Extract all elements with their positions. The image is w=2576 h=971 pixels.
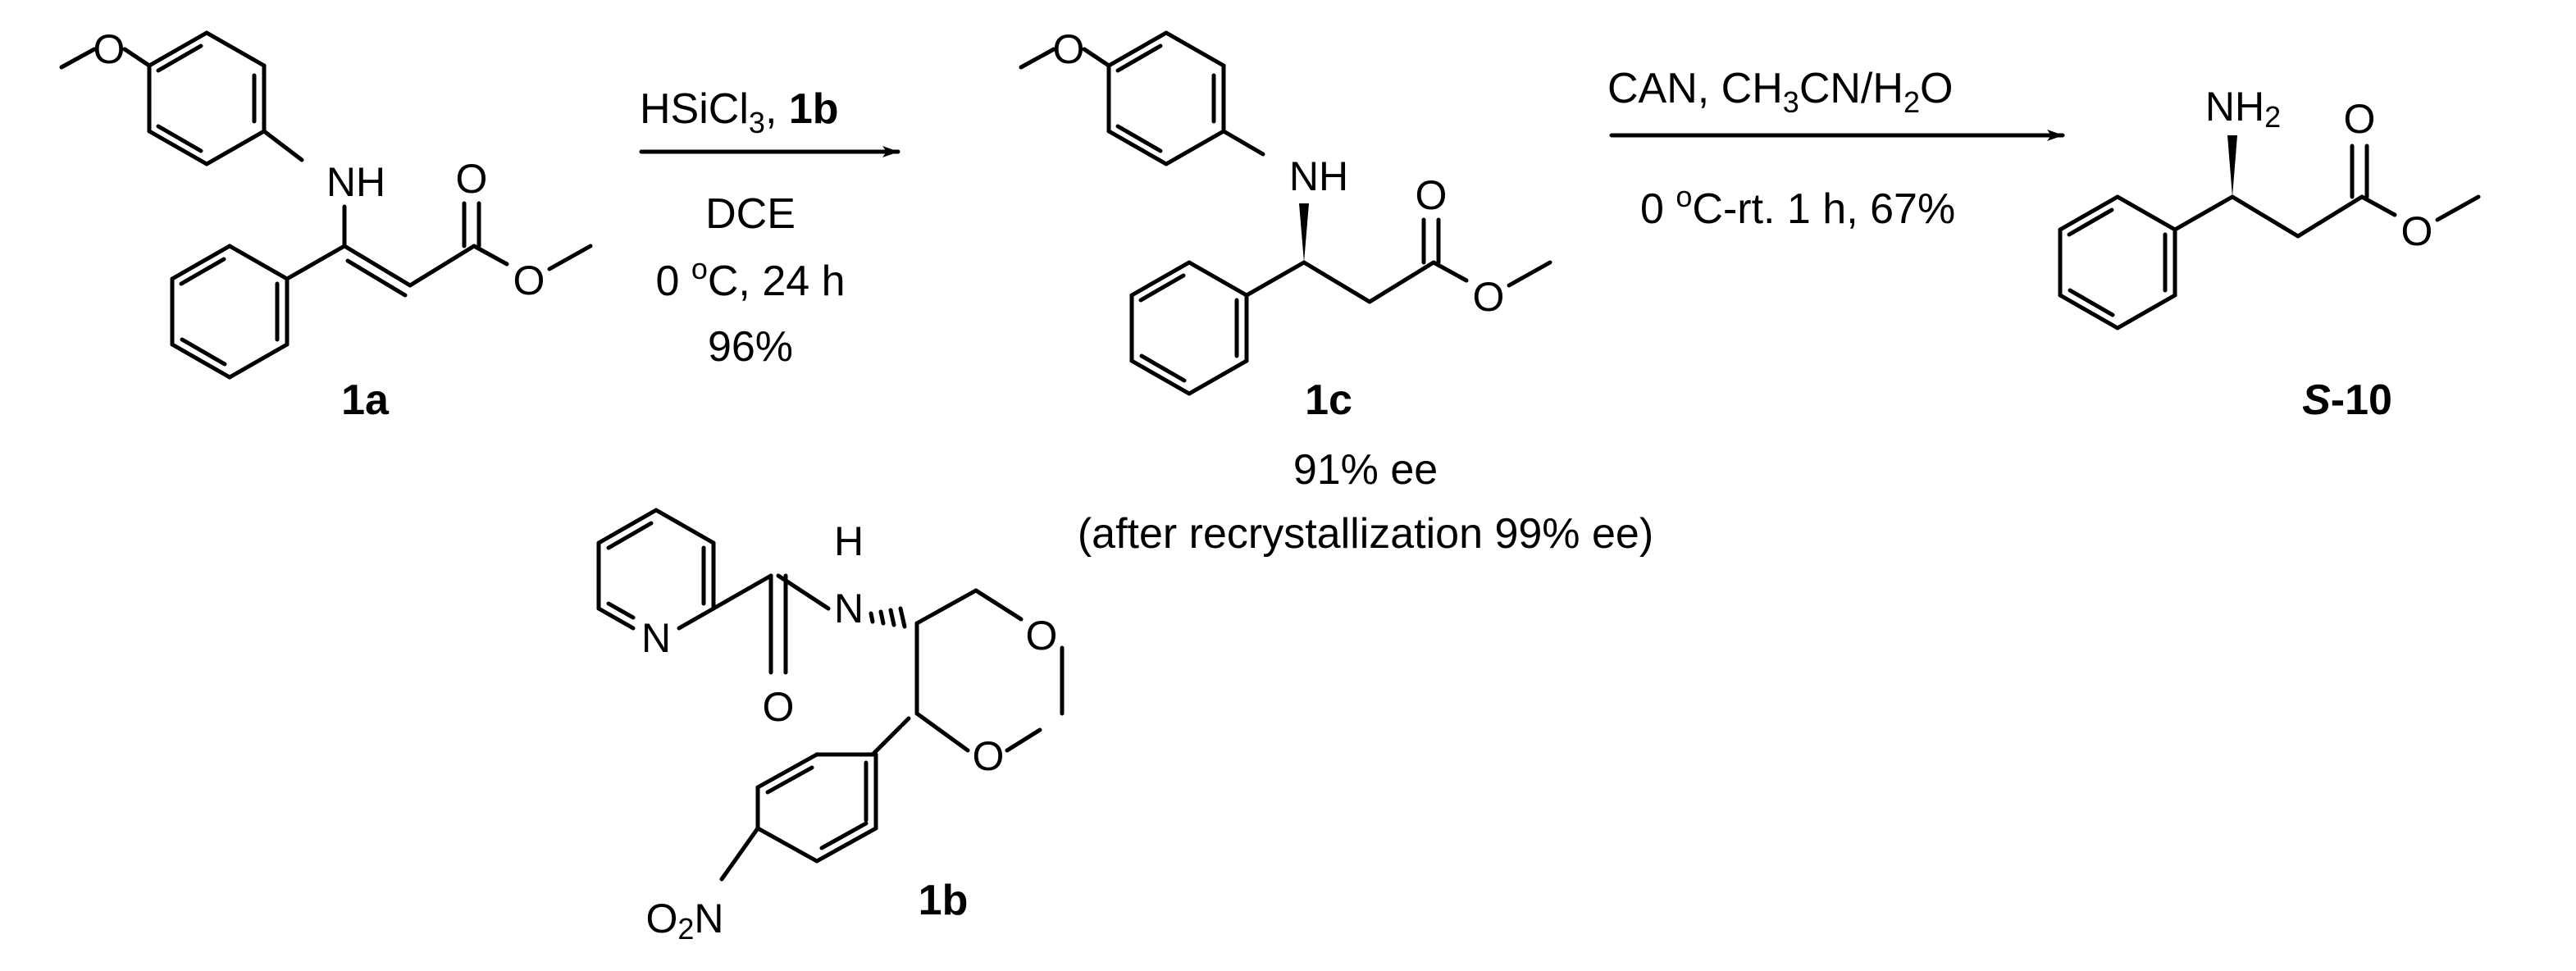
nh-label-1c: NH [1289,153,1348,199]
step1-reagent: HSiCl3, 1b [640,85,839,139]
compound-1b: N O H N O O [596,508,1065,946]
stereo-wedge-1c [1299,203,1309,262]
reaction-step-2: CAN, CH3CN/H2O 0 oC-rt. 1 h, 67% [1607,65,2065,233]
methoxy-oxygen-1a: O [93,26,125,72]
compound-1a: O NH O O 1a [59,26,593,424]
ring-oxygen-1b-upper: O [1026,613,1058,659]
carbonyl-oxygen-s10: O [2344,96,2376,142]
hashed-bond-1b-upper [869,606,907,629]
stereo-wedge-s10 [2227,135,2237,197]
amide-hydrogen-1b: H [834,518,864,564]
compound-label-s10: S-10 [2302,376,2392,424]
nitrophenyl-ring-1b [755,752,878,864]
nitro-group-1b: O2N [645,896,723,946]
amide-nitrogen-1b: N [834,586,864,631]
pyridine-nitrogen-1b: N [641,615,671,661]
step2-reagents: CAN, CH3CN/H2O [1607,65,1953,119]
methoxy-oxygen-1c: O [1053,26,1085,72]
compound-label-1a: 1a [341,376,390,424]
dioxane-ring-1b [914,588,1065,753]
ring-oxygen-1b-lower: O [973,733,1005,779]
recrystallization-ee-1c: (after recrystallization 99% ee) [1078,510,1653,558]
step2-conditions: 0 oC-rt. 1 h, 67% [1640,180,1955,233]
step1-solvent: DCE [705,190,796,238]
carbonyl-oxygen-1a: O [456,156,488,202]
nh-label-1a: NH [326,159,385,205]
methoxyphenyl-ring-1a [147,30,267,166]
carbonyl-oxygen-1c: O [1416,172,1448,218]
phenyl-ring-1a [170,244,290,380]
compound-label-1c: 1c [1305,376,1352,424]
enantiomeric-excess-1c: 91% ee [1293,446,1438,494]
compound-label-1b: 1b [919,877,969,924]
amine-label-s10: NH2 [2205,84,2281,134]
reaction-step-1: HSiCl3, 1b DCE 0 oC, 24 h 96% [639,85,900,371]
pyridine-ring-1b [596,508,716,631]
ester-oxygen-1c: O [1473,274,1505,320]
phenyl-ring-1c [1129,260,1249,396]
compound-s-10: NH2 O O S-10 [2058,84,2481,424]
compound-1c: O NH O O 1c 91% ee (after recrystallizat… [1019,26,1653,558]
step1-yield: 96% [708,323,793,371]
phenyl-ring-s10 [2058,194,2177,331]
hashed-bond-1b-lower [870,716,911,757]
amide-oxygen-1b: O [763,684,795,730]
step1-temperature: 0 oC, 24 h [655,252,845,305]
ester-oxygen-1a: O [513,258,545,303]
ester-oxygen-s10: O [2401,208,2433,254]
methoxyphenyl-ring-1c [1106,30,1226,166]
